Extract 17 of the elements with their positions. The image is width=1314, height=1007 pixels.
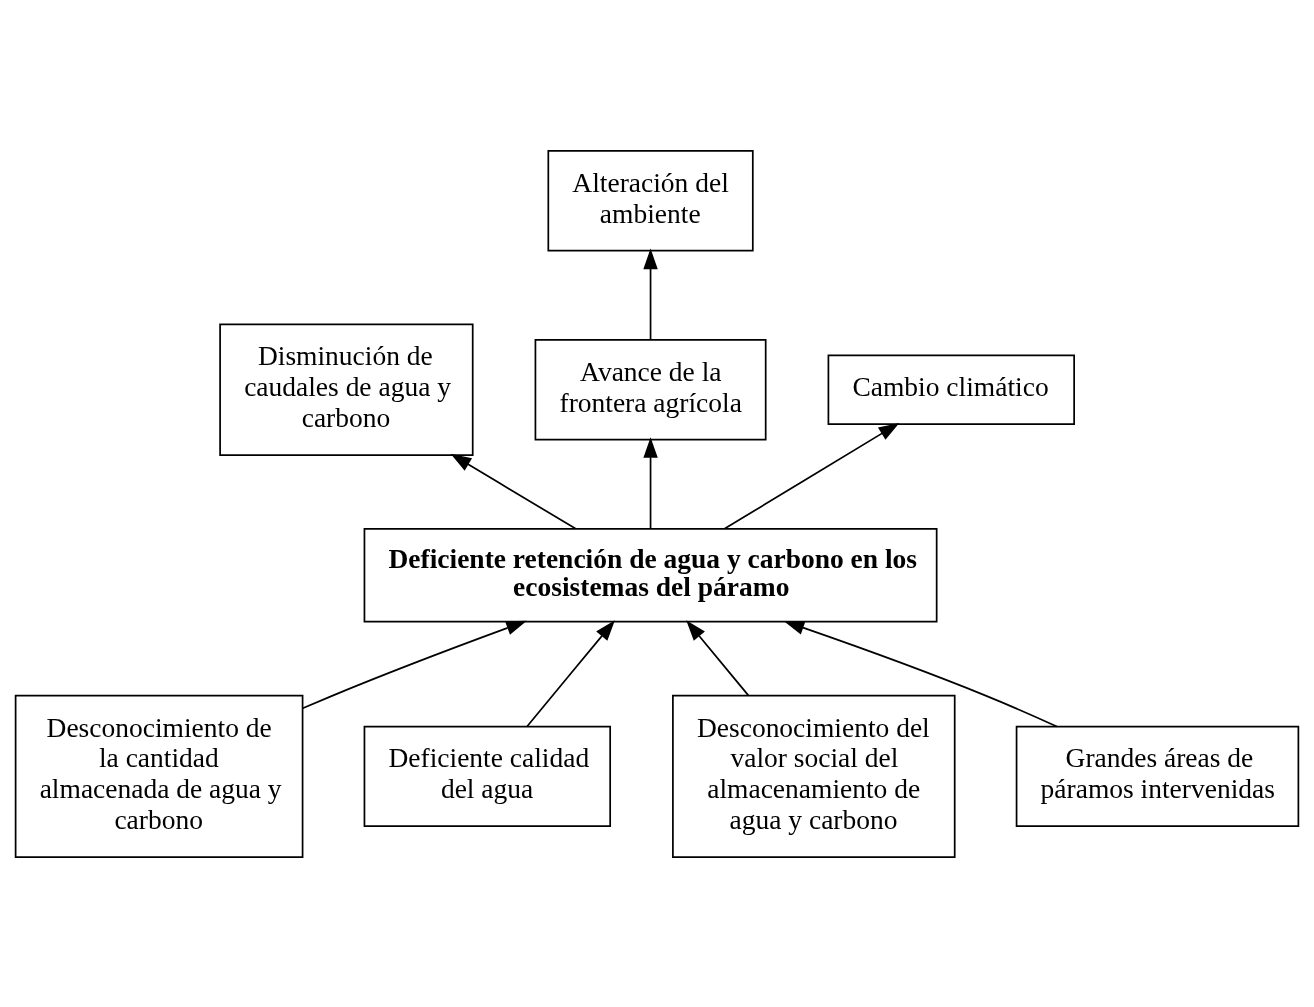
node-box: Alteración del ambiente bbox=[547, 149, 754, 251]
node-box: Grandes áreas de páramos intervenidas bbox=[1015, 725, 1300, 827]
node-box: Desconocimiento del valor social del almacenamiento de agua y carbono bbox=[672, 694, 956, 858]
arrow bbox=[686, 619, 750, 696]
arrow bbox=[301, 620, 527, 709]
node-box: Deficiente retención de agua y carbono en los ecosistemas del páramo bbox=[363, 527, 938, 623]
node-box: Cambio climático bbox=[827, 354, 1075, 425]
arrow bbox=[724, 422, 900, 529]
arrow bbox=[643, 436, 658, 529]
node-box: Deficiente calidad del agua bbox=[363, 725, 612, 827]
arrow bbox=[450, 453, 577, 529]
arrow bbox=[526, 619, 615, 727]
node-box: Disminución de caudales de agua y carbono bbox=[219, 323, 474, 456]
arrow bbox=[783, 620, 1058, 727]
node-box: Desconocimiento de la cantidad almacenada de agua y carbono bbox=[14, 694, 304, 858]
node-box: Avance de la frontera agrícola bbox=[534, 338, 767, 440]
arrow bbox=[643, 248, 658, 341]
